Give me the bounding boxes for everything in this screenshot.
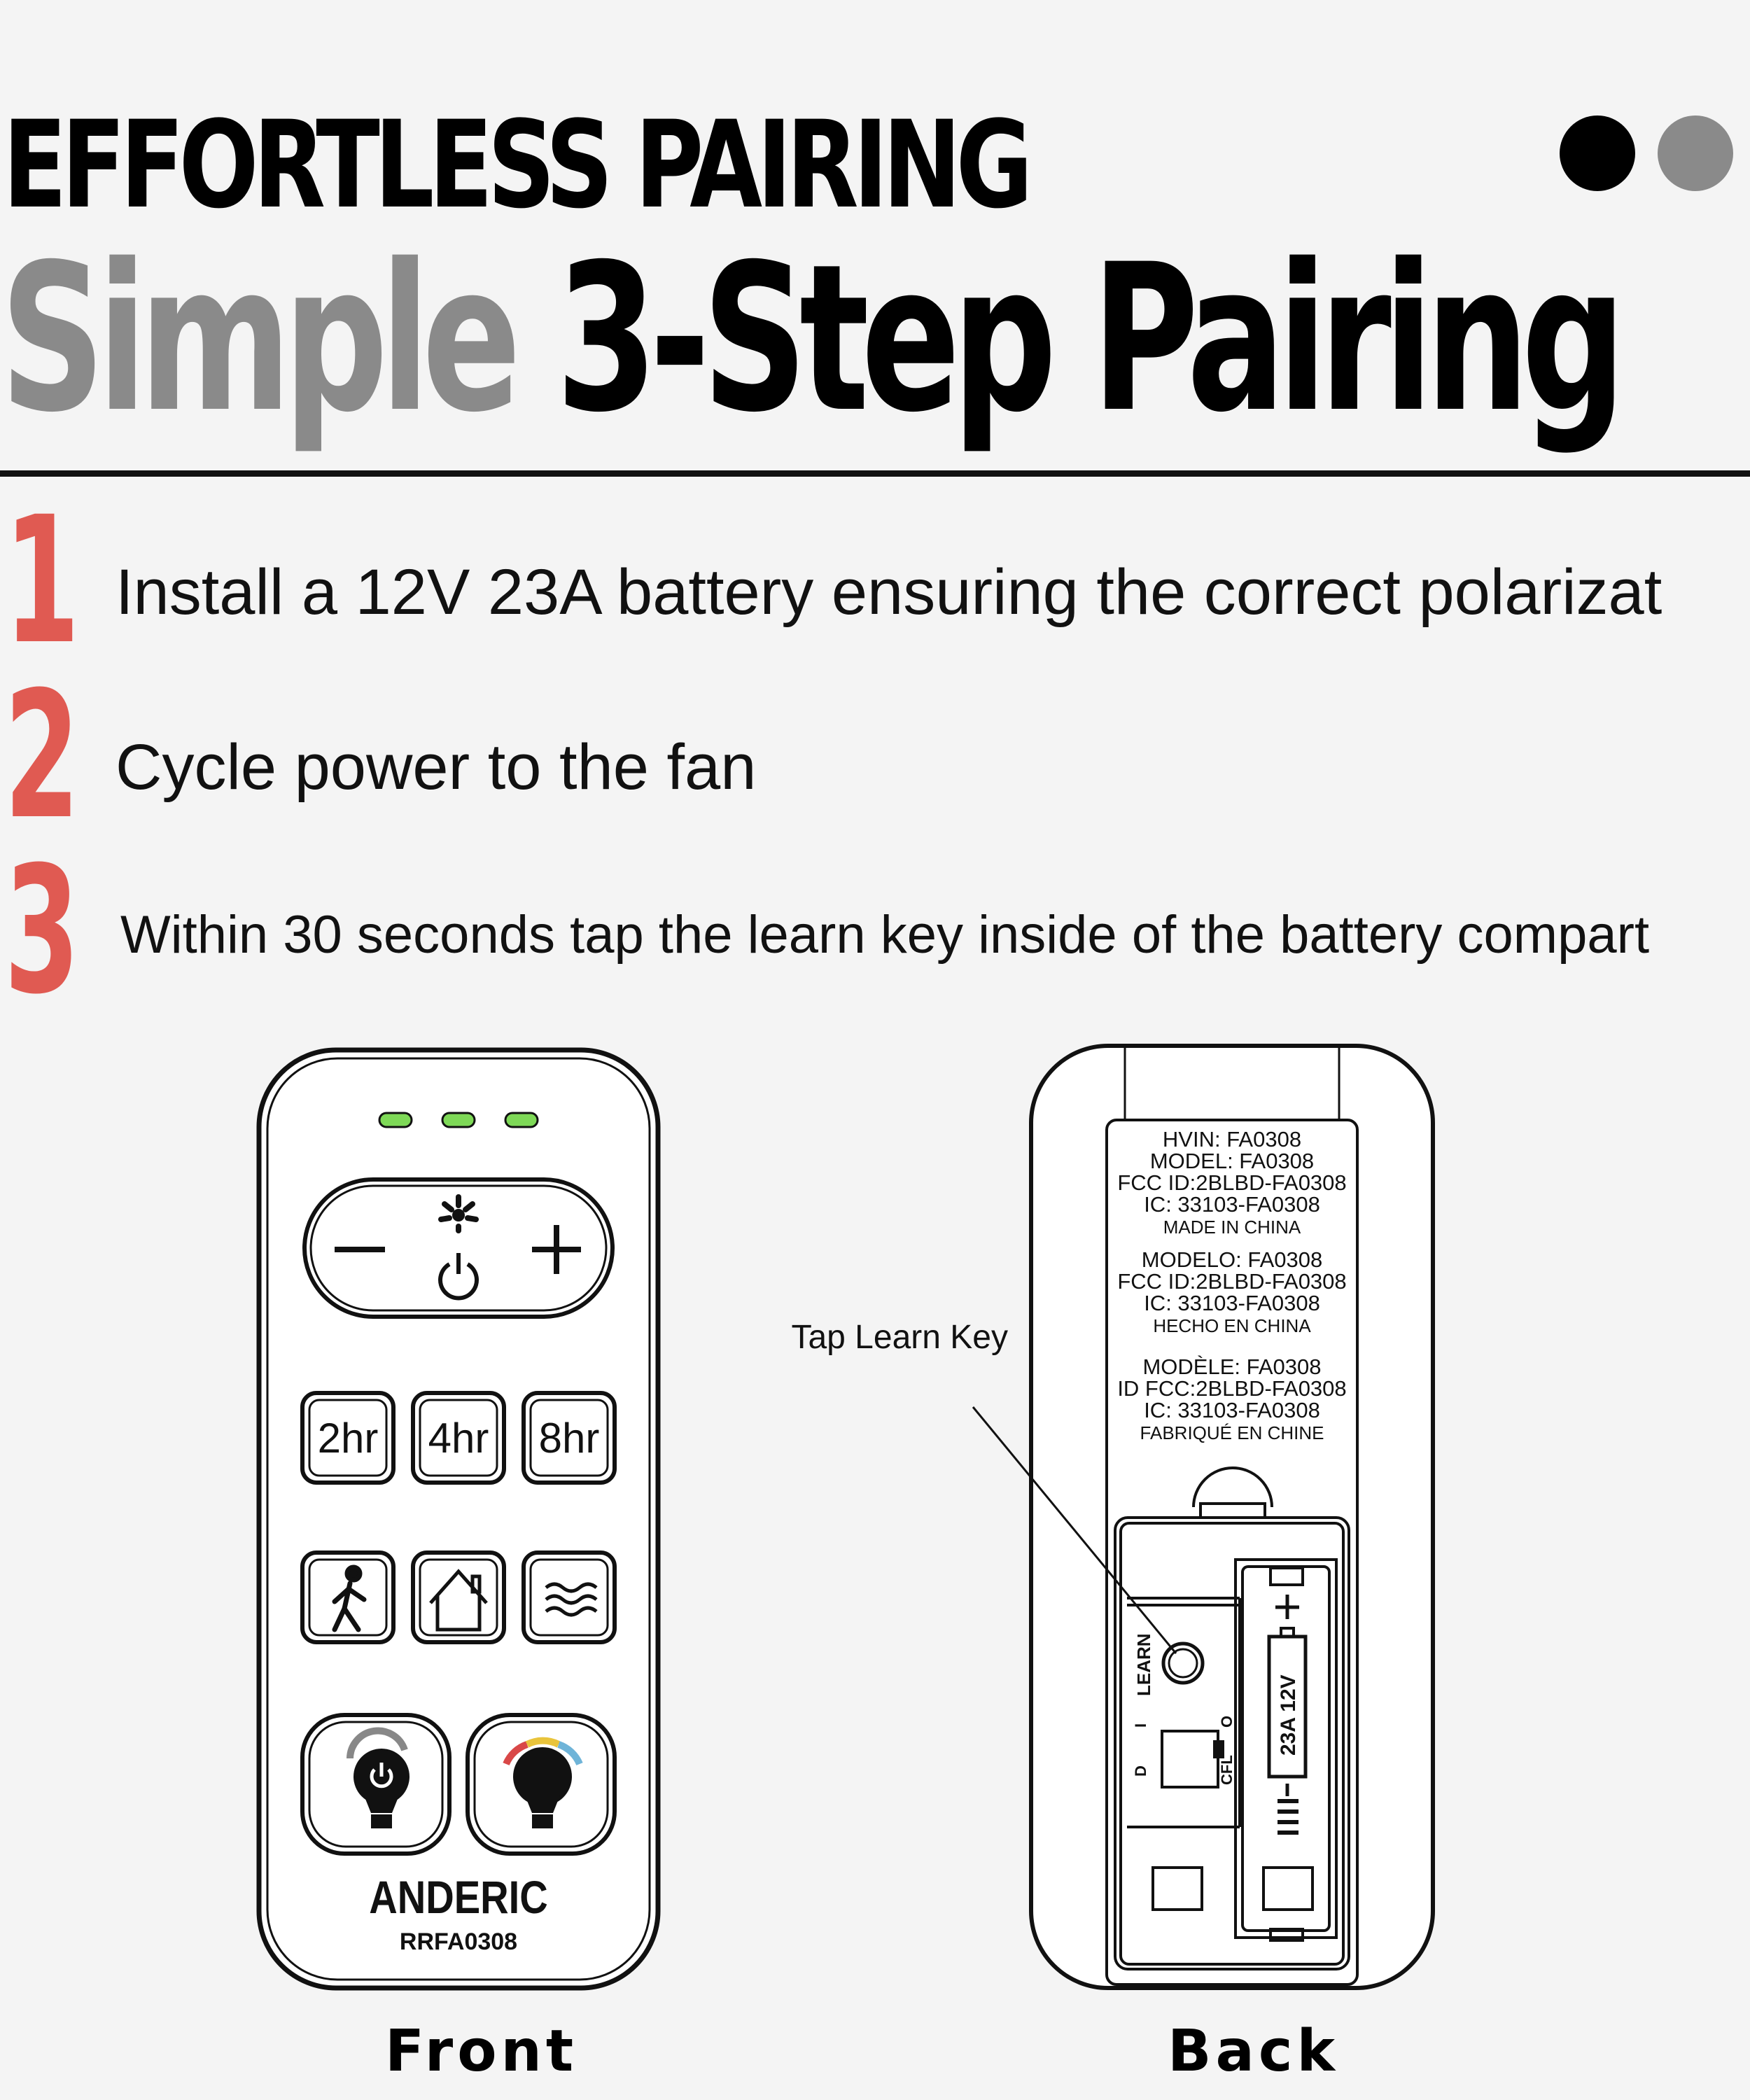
regulatory-label: HVIN: FA0308 MODEL: FA0308 FCC ID:2BLBD-…	[1117, 1127, 1346, 1443]
label-line: FCC ID:2BLBD-FA0308	[1117, 1269, 1346, 1294]
carousel-dot-active[interactable]	[1560, 115, 1635, 191]
plus-icon	[532, 1225, 581, 1274]
timer-label: 8hr	[539, 1415, 600, 1462]
battery-label: 23A 12V	[1277, 1674, 1300, 1756]
timer-4hr-button	[411, 1391, 506, 1485]
label-line: HECHO EN CHINA	[1153, 1315, 1311, 1336]
timer-label: 4hr	[428, 1415, 489, 1462]
timer-label: 2hr	[318, 1415, 379, 1462]
step-number-3: 3	[4, 829, 80, 1032]
carousel-dot-inactive[interactable]	[1658, 115, 1733, 191]
battery-compartment	[1114, 1466, 1350, 1970]
step-text-3: Within 30 seconds tap the learn key insi…	[120, 905, 1650, 965]
breeze-mode-button	[522, 1550, 617, 1644]
label-line: MODEL: FA0308	[1150, 1149, 1314, 1173]
plus-icon	[1275, 1595, 1299, 1619]
timer-8hr-button	[522, 1391, 617, 1485]
divider	[0, 470, 1750, 477]
timer-2hr-button	[300, 1391, 396, 1485]
dimmer-arc	[346, 1727, 408, 1759]
label-line: MODÈLE: FA0308	[1142, 1354, 1321, 1379]
home-icon	[429, 1569, 488, 1632]
callout-leader-line	[972, 1406, 1177, 1654]
front-caption: Front	[385, 2018, 578, 2085]
bulb-power-icon	[354, 1749, 410, 1828]
brand-logo: ANDERIC	[369, 1872, 548, 1923]
switch-label: CFL	[1218, 1755, 1236, 1785]
bulb-icon	[513, 1747, 572, 1828]
switch-label: O	[1218, 1716, 1236, 1728]
fan-icon	[438, 1194, 479, 1233]
learn-label: LEARN	[1133, 1633, 1154, 1696]
label-line: MODELO: FA0308	[1142, 1247, 1322, 1272]
power-icon	[438, 1253, 479, 1301]
indicator-lights	[378, 1112, 539, 1128]
label-line: ID FCC:2BLBD-FA0308	[1117, 1376, 1346, 1401]
step-number-2: 2	[4, 654, 80, 858]
mode-buttons	[300, 1550, 617, 1644]
label-line: IC: 33103-FA0308	[1144, 1192, 1320, 1217]
indicator-light	[378, 1112, 413, 1128]
learn-key-callout: Tap Learn Key	[791, 1319, 1008, 1356]
page-title: Simple 3-Step Pairing	[0, 238, 1626, 441]
title-black: 3-Step Pairing	[556, 221, 1626, 457]
indicator-light	[441, 1112, 476, 1128]
step-text-2: Cycle power to the fan	[115, 732, 757, 803]
timer-buttons: 2hr 4hr 8hr	[300, 1391, 617, 1485]
fan-speed-rocker[interactable]	[302, 1177, 615, 1319]
model-number: RRFA0308	[400, 1928, 517, 1955]
title-grey: Simple	[0, 221, 522, 457]
step-number-1: 1	[4, 479, 80, 682]
label-line: IC: 33103-FA0308	[1144, 1291, 1320, 1315]
label-line: IC: 33103-FA0308	[1144, 1398, 1320, 1422]
back-caption: Back	[1168, 2018, 1339, 2085]
indicator-light	[504, 1112, 539, 1128]
switch-label: D	[1132, 1765, 1149, 1777]
light-buttons	[300, 1713, 617, 1856]
label-line: FCC ID:2BLBD-FA0308	[1117, 1170, 1346, 1195]
front-remote-illustration: 2hr 4hr 8hr ANDERIC RRFA0308	[256, 1047, 661, 1991]
label-line: FABRIQUÉ EN CHINE	[1140, 1422, 1324, 1443]
switch-label: I	[1132, 1723, 1149, 1728]
kicker-heading: EFFORTLESS PAIRING	[3, 94, 1033, 235]
back-remote-illustration: HVIN: FA0308 MODEL: FA0308 FCC ID:2BLBD-…	[1029, 1044, 1435, 1990]
walking-person-icon	[332, 1564, 367, 1632]
step-text-1: Install a 12V 23A battery ensuring the c…	[115, 556, 1662, 628]
breeze-icon	[545, 1582, 598, 1617]
label-line: MADE IN CHINA	[1163, 1217, 1301, 1238]
label-line: HVIN: FA0308	[1163, 1127, 1301, 1152]
